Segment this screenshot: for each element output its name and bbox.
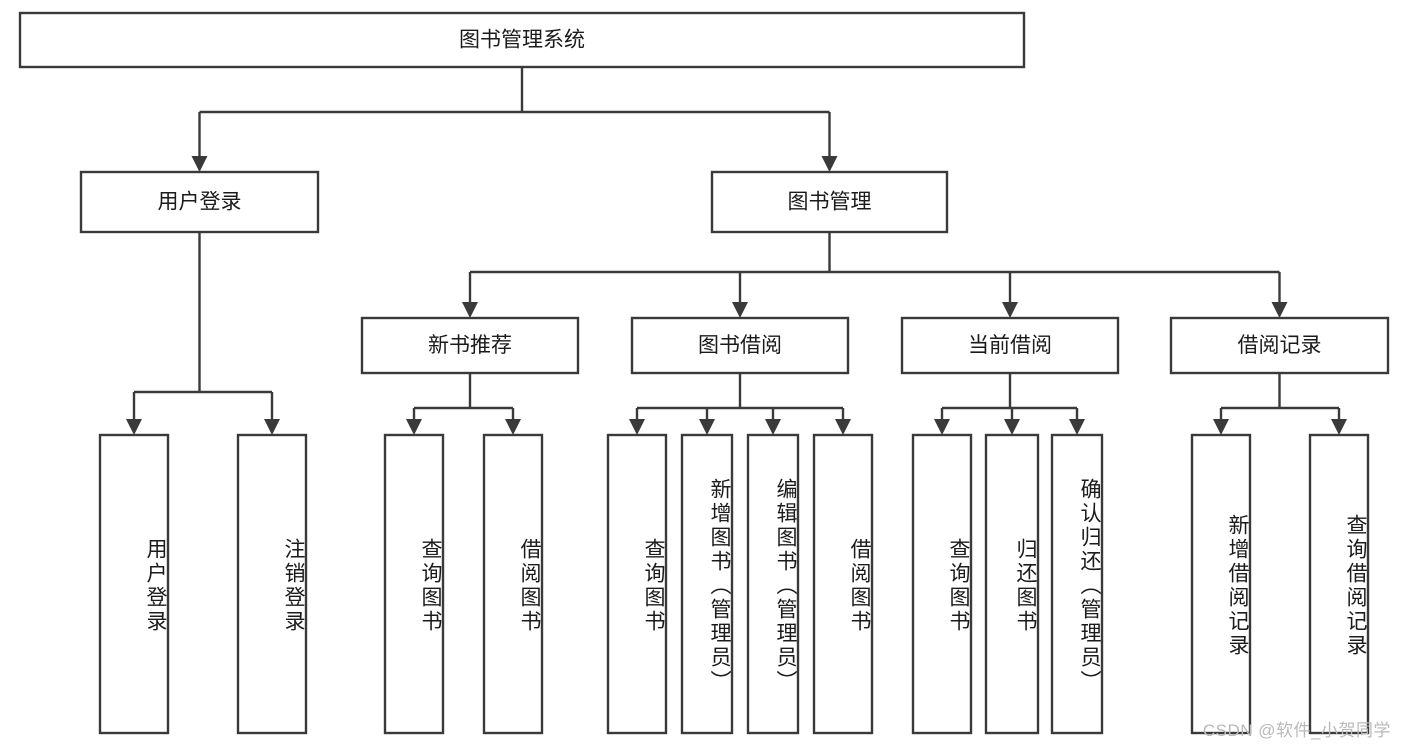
node-leaf-10[interactable] — [1050, 433, 1104, 735]
conn-current-arrow-0 — [934, 408, 950, 435]
node-leaf-9-rect[interactable] — [984, 433, 1040, 735]
node-level2-0[interactable]: 用户登录 — [79, 170, 320, 234]
conn-bookmgmt-arrow-2-head — [1002, 302, 1018, 318]
conn-current-arrow-2-head — [1069, 419, 1085, 435]
node-leaf-3[interactable] — [482, 433, 544, 735]
node-level3-3-rect[interactable] — [1169, 316, 1390, 375]
conn-bookmgmt-arrow-1-head — [732, 302, 748, 318]
conn-record-arrow-0 — [1213, 408, 1229, 435]
node-leaf-7[interactable] — [812, 433, 874, 735]
node-leaf-2-rect[interactable] — [383, 433, 445, 735]
conn-login-arrow-0 — [126, 392, 142, 435]
conn-newbook-arrow-1 — [505, 408, 521, 435]
node-level3-0-rect[interactable] — [360, 316, 580, 375]
conn-newbook-arrow-0 — [406, 408, 422, 435]
node-leaf-10-rect[interactable] — [1050, 433, 1104, 735]
node-level3-1[interactable]: 图书借阅 — [630, 316, 850, 375]
node-leaf-3-rect[interactable] — [482, 433, 544, 735]
node-root[interactable]: 图书管理系统 — [18, 11, 1026, 69]
node-leaf-9[interactable] — [984, 433, 1040, 735]
conn-root-arrow-0-head — [191, 156, 208, 172]
node-level2-1[interactable]: 图书管理 — [710, 170, 949, 234]
node-leaf-1-rect[interactable] — [236, 433, 308, 735]
conn-borrow-arrow-1 — [699, 408, 715, 435]
conn-borrow-arrow-0-head — [629, 419, 645, 435]
node-leaf-4[interactable] — [606, 433, 668, 735]
conn-root-arrow-1-head — [821, 156, 838, 172]
conn-login-arrow-0-head — [126, 419, 142, 435]
conn-bookmgmt-arrow-0 — [462, 272, 478, 318]
conn-record-arrow-1 — [1331, 408, 1347, 435]
node-level2-0-rect[interactable] — [79, 170, 320, 234]
node-level2-1-label: 图书管理 — [788, 191, 872, 214]
conn-bookmgmt-arrow-3-head — [1271, 302, 1288, 318]
conn-current-arrow-1-head — [1004, 419, 1020, 435]
node-leaf-11-rect[interactable] — [1190, 433, 1252, 735]
conn-borrow-arrow-2 — [765, 408, 781, 435]
node-leaf-7-rect[interactable] — [812, 433, 874, 735]
node-level3-0-label: 新书推荐 — [428, 334, 512, 357]
node-level3-1-rect[interactable] — [630, 316, 850, 375]
conn-record-arrow-0-head — [1213, 419, 1229, 435]
node-leaf-8[interactable] — [911, 433, 973, 735]
node-leaf-12-rect[interactable] — [1308, 433, 1370, 735]
connectors-layer — [126, 67, 1347, 435]
node-root-label: 图书管理系统 — [459, 29, 585, 52]
node-leaf-6[interactable] — [746, 433, 800, 735]
conn-bookmgmt-arrow-3 — [1271, 272, 1288, 318]
conn-newbook-arrow-0-head — [406, 419, 422, 435]
conn-current-arrow-1 — [1004, 408, 1020, 435]
conn-borrow-arrow-3-head — [835, 419, 851, 435]
node-level3-2-rect[interactable] — [900, 316, 1120, 375]
node-level3-2-label: 当前借阅 — [968, 334, 1052, 357]
conn-borrow-arrow-2-head — [765, 419, 781, 435]
node-leaf-1[interactable] — [236, 433, 308, 735]
conn-current-arrow-0-head — [934, 419, 950, 435]
conn-newbook-arrow-1-head — [505, 419, 521, 435]
conn-login-arrow-1-head — [264, 419, 280, 435]
conn-borrow-arrow-0 — [629, 408, 645, 435]
node-leaf-2[interactable] — [383, 433, 445, 735]
node-leaf-12[interactable] — [1308, 433, 1370, 735]
conn-borrow-arrow-3 — [835, 408, 851, 435]
node-level3-0[interactable]: 新书推荐 — [360, 316, 580, 375]
conn-login-arrow-1 — [264, 392, 280, 435]
node-root-rect[interactable] — [18, 11, 1026, 69]
node-leaf-4-rect[interactable] — [606, 433, 668, 735]
watermark-text: CSDN @软件_小贺同学 — [1202, 721, 1391, 740]
conn-current-arrow-2 — [1069, 408, 1085, 435]
conn-root-arrow-1 — [821, 112, 838, 172]
node-level3-3[interactable]: 借阅记录 — [1169, 316, 1390, 375]
node-leaf-8-rect[interactable] — [911, 433, 973, 735]
conn-record-arrow-1-head — [1331, 419, 1347, 435]
conn-borrow-arrow-1-head — [699, 419, 715, 435]
node-leaf-5-rect[interactable] — [680, 433, 734, 735]
node-level2-1-rect[interactable] — [710, 170, 949, 234]
node-leaf-11[interactable] — [1190, 433, 1252, 735]
conn-bookmgmt-arrow-2 — [1002, 272, 1018, 318]
node-level2-0-label: 用户登录 — [158, 191, 242, 214]
conn-bookmgmt-arrow-0-head — [462, 302, 478, 318]
node-leaf-5[interactable] — [680, 433, 734, 735]
conn-root-arrow-0 — [191, 112, 208, 172]
node-level3-1-label: 图书借阅 — [698, 334, 782, 357]
node-leaf-6-rect[interactable] — [746, 433, 800, 735]
node-level3-3-label: 借阅记录 — [1238, 334, 1322, 357]
node-leaf-0-rect[interactable] — [98, 433, 170, 735]
conn-bookmgmt-arrow-1 — [732, 272, 748, 318]
node-leaf-0[interactable] — [98, 433, 170, 735]
node-level3-2[interactable]: 当前借阅 — [900, 316, 1120, 375]
